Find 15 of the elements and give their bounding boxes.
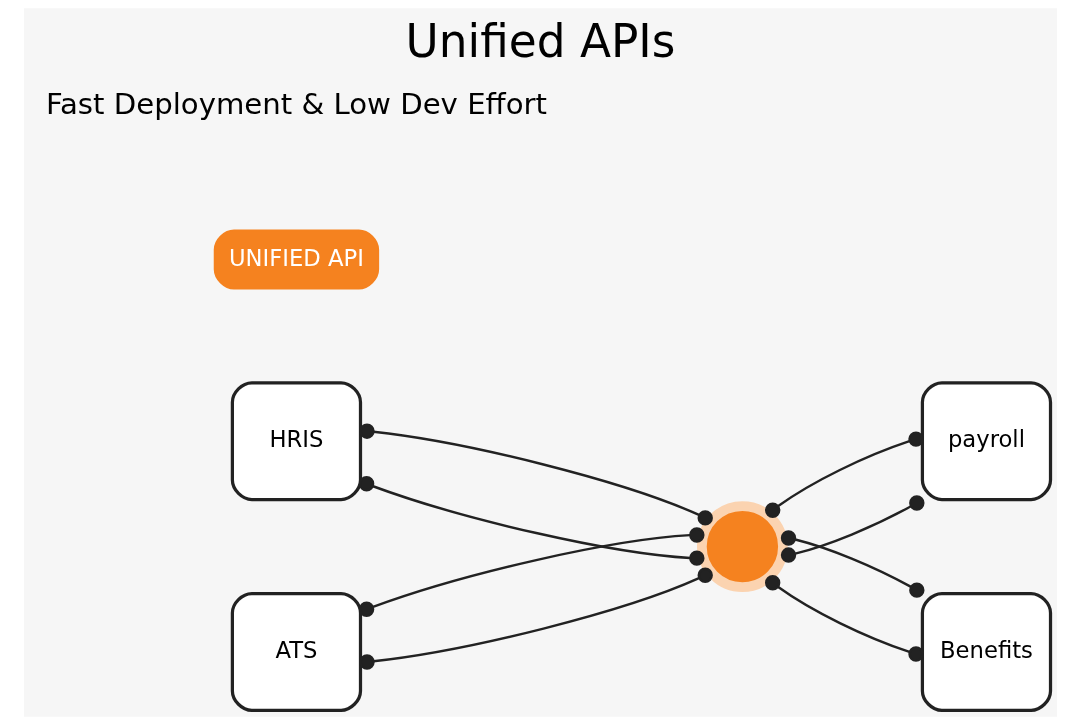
- connector: [764, 431, 924, 518]
- label: UNIFIED API: [228, 244, 364, 271]
- node-box: Benefits: [920, 591, 1052, 712]
- connector: [358, 527, 705, 617]
- node-box: HRIS: [230, 381, 362, 502]
- diagram-title: Unified APIs: [405, 15, 675, 69]
- connector: [358, 567, 713, 670]
- label: Fast Deployment & Low Dev Effort: [45, 87, 547, 122]
- node-box: ATS: [230, 591, 362, 712]
- connector: [764, 575, 924, 662]
- node-box: payroll: [920, 381, 1052, 502]
- connector: [780, 530, 925, 598]
- connector: [780, 495, 925, 563]
- connector: [358, 423, 713, 526]
- connector: [358, 476, 705, 566]
